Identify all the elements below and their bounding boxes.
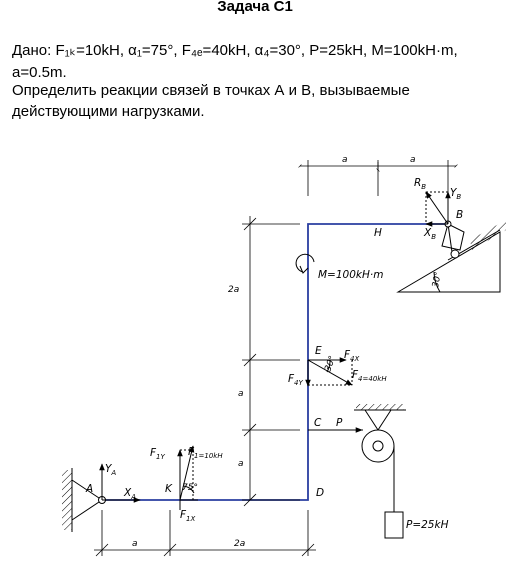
dim-2a-left: 2a [228,285,239,295]
reaction-b-arrows [425,191,451,227]
label-f1y: F1Y [150,447,166,461]
label-angle-30-b: 30° [431,271,444,288]
label-f4y: F4Y [288,373,304,387]
label-xb: XB [423,227,436,241]
label-angle-30-e: 30° [323,355,338,373]
label-p-load: P=25kH [406,519,449,531]
label-angle-75: 75° [182,483,198,493]
problem-title: Задача С1 [217,0,293,15]
support-b-roller [396,220,506,293]
label-h: H [374,227,382,239]
dim-a-bottom: a [132,539,138,549]
dimension-left [242,216,300,507]
pulley-system [308,404,406,539]
given-line-2: a=0.5m. [12,64,67,81]
label-e: E [315,345,322,357]
dim-2a-bottom: 2a [234,539,245,549]
given-line-1: Дано: F₁ₖ=10kH, α₁=75°, F₄ₑ=40kH, α₄=30°… [12,42,458,59]
label-f4: F4=40kH [352,369,387,383]
dim-a-top-2: a [410,155,416,165]
dim-a-left-1: a [238,389,244,399]
label-c: C [314,417,322,429]
label-f4x: F4X [344,349,360,363]
force-f1-group [177,445,198,510]
task-text: Определить реакции связей в точках А и В… [12,80,502,122]
given-text: Дано: F₁ₖ=10kH, α₁=75°, F₄ₑ=40kH, α₄=30°… [12,40,502,84]
label-b: B [456,209,463,221]
label-p: P [336,417,343,429]
task-line-2: действующими нагрузками. [12,103,205,120]
label-xa: XA [123,487,136,501]
label-moment: M=100kH·m [318,269,383,281]
label-f1: F1=10kH [188,446,223,460]
label-rb: RB [414,177,426,191]
dim-a-top-1: a [342,155,348,165]
label-d: D [316,487,324,499]
label-f1x: F1X [180,509,196,523]
moment-m-symbol [295,253,315,274]
dimension-bottom [94,510,316,557]
label-ya: YA [105,463,116,477]
label-yb: YB [450,187,461,201]
label-a: A [85,483,93,495]
dimension-top [298,160,458,214]
label-k: K [165,483,173,495]
support-a-pin [62,468,106,532]
task-line-1: Определить реакции связей в точках А и В… [12,82,410,99]
force-f4-group [305,357,353,387]
dim-a-left-2: a [238,459,244,469]
